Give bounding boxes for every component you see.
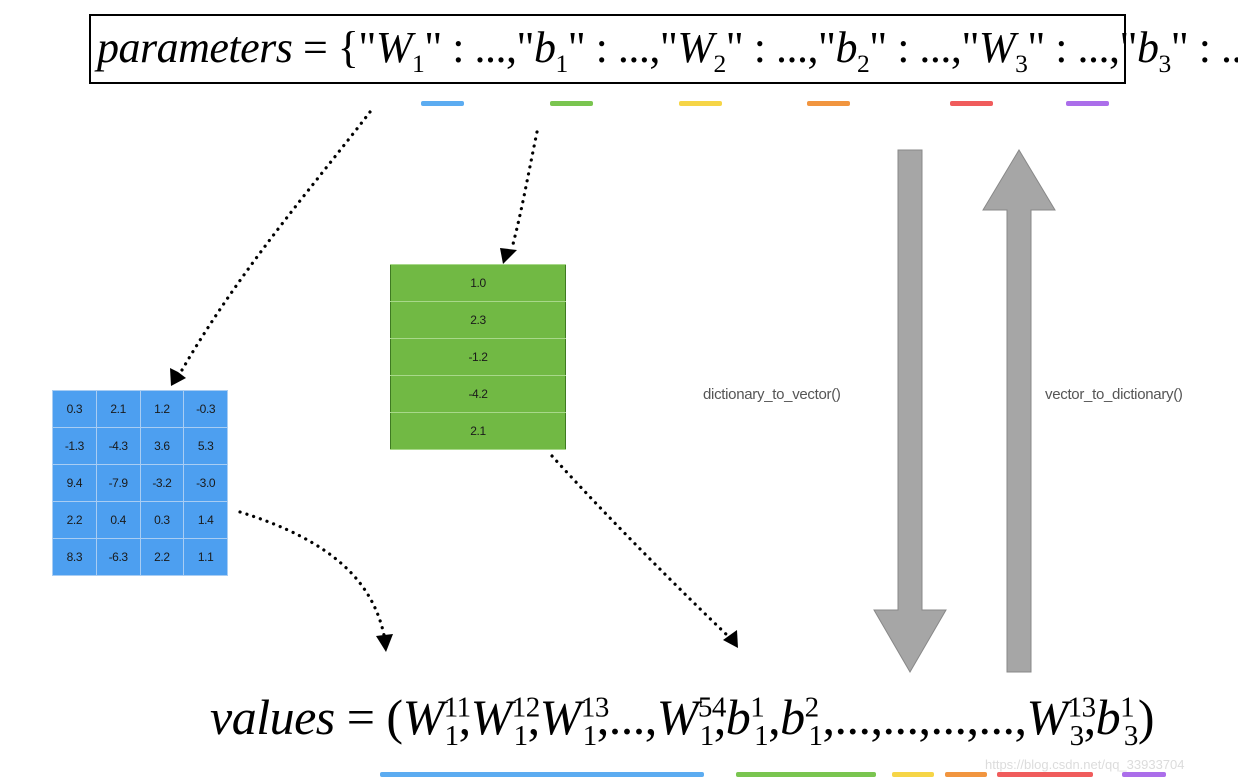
dotted-connector-b1-to-vector bbox=[510, 130, 539, 250]
watermark: https://blog.csdn.net/qq_33933704 bbox=[985, 757, 1185, 772]
b1-vector-row: -4.2 bbox=[390, 375, 566, 413]
term-w1-54: W541 bbox=[656, 689, 727, 752]
dotted-arrowhead-4 bbox=[723, 630, 738, 648]
w1-matrix-cell: 0.3 bbox=[139, 501, 185, 539]
dotted-arrowhead-1 bbox=[170, 368, 186, 386]
w1-matrix-cell: 8.3 bbox=[52, 538, 97, 576]
w1-matrix-cell: -3.0 bbox=[183, 464, 228, 502]
w1-matrix-cell: 5.3 bbox=[183, 427, 228, 465]
key-b3: b3 bbox=[1137, 23, 1171, 78]
parameters-name: parameters bbox=[97, 23, 293, 72]
parameters-box bbox=[89, 14, 1126, 84]
term-w1-13: W131 bbox=[539, 689, 610, 752]
b1-vector-cell: 2.3 bbox=[390, 301, 566, 339]
key-b1: b1 bbox=[533, 23, 568, 78]
stroke-bottom-w3 bbox=[997, 772, 1093, 777]
w1-matrix-cell: 0.3 bbox=[52, 390, 97, 428]
w1-matrix-cell: 9.4 bbox=[52, 464, 97, 502]
b1-vector-row: 2.1 bbox=[390, 412, 566, 450]
stroke-top-w3 bbox=[950, 101, 993, 106]
w1-matrix-cell: -0.3 bbox=[183, 390, 228, 428]
w1-matrix-cell: 1.1 bbox=[183, 538, 228, 576]
stroke-bottom-b2 bbox=[945, 772, 987, 777]
b1-vector-row: -1.2 bbox=[390, 338, 566, 376]
key-w3: W3 bbox=[978, 23, 1028, 78]
dotted-connector-vector-to-values bbox=[550, 454, 730, 638]
stroke-bottom-w1 bbox=[380, 772, 704, 777]
stroke-top-b3 bbox=[1066, 101, 1109, 106]
w1-matrix-cell: 3.6 bbox=[139, 427, 185, 465]
b1-vector-cell: 2.1 bbox=[390, 412, 566, 450]
b1-vector-cell: -1.2 bbox=[390, 338, 566, 376]
stroke-top-b1 bbox=[550, 101, 593, 106]
w1-matrix-cell: 1.2 bbox=[139, 390, 185, 428]
vector-to-dictionary-label: vector_to_dictionary() bbox=[1045, 386, 1183, 403]
w1-matrix-cell: 1.4 bbox=[183, 501, 228, 539]
w1-matrix-row: 9.4-7.9-3.2-3.0 bbox=[52, 464, 228, 502]
equals-brace: = { bbox=[292, 23, 359, 72]
b1-vector-cell: -4.2 bbox=[390, 375, 566, 413]
dotted-arrowhead-3 bbox=[376, 634, 393, 652]
w1-matrix-cell: -6.3 bbox=[95, 538, 141, 576]
term-b1-1: b11 bbox=[725, 689, 769, 752]
dotted-connector-matrix-to-values bbox=[238, 510, 386, 637]
values-name: values bbox=[210, 689, 335, 745]
w1-matrix-cell: -4.3 bbox=[95, 427, 141, 465]
w1-matrix-cell: 0.4 bbox=[95, 501, 141, 539]
arrow-down-dictionary-to-vector bbox=[873, 149, 947, 673]
b1-vector-row: 1.0 bbox=[390, 264, 566, 302]
term-w3-13: W133 bbox=[1026, 689, 1097, 752]
arrow-up-vector-to-dictionary bbox=[982, 149, 1056, 673]
dotted-connector-w1-to-matrix bbox=[180, 110, 372, 372]
dictionary-to-vector-label: dictionary_to_vector() bbox=[703, 386, 841, 403]
term-w1-11: W111 bbox=[402, 689, 472, 752]
values-formula: values = (W111,W121,W131,...,W541,b11,b2… bbox=[210, 689, 1155, 752]
w1-matrix-cell: -3.2 bbox=[139, 464, 185, 502]
stroke-top-w1 bbox=[421, 101, 464, 106]
term-b3-1: b13 bbox=[1095, 689, 1139, 752]
key-b2: b2 bbox=[835, 23, 870, 78]
dotted-arrowhead-2 bbox=[500, 248, 517, 264]
w1-matrix-cell: 2.1 bbox=[95, 390, 141, 428]
w1-matrix-cell: 2.2 bbox=[139, 538, 185, 576]
term-w1-12: W121 bbox=[470, 689, 541, 752]
w1-matrix-cell: -1.3 bbox=[52, 427, 97, 465]
stroke-top-w2 bbox=[679, 101, 722, 106]
stroke-top-b2 bbox=[807, 101, 850, 106]
parameters-formula: parameters = {"W1" : ...,"b1" : ...,"W2"… bbox=[97, 23, 1238, 78]
stroke-bottom-w2 bbox=[892, 772, 934, 777]
w1-matrix-cell: 2.2 bbox=[52, 501, 97, 539]
stroke-bottom-b1 bbox=[736, 772, 876, 777]
key-w2: W2 bbox=[677, 23, 726, 78]
key-w1: W1 bbox=[375, 23, 425, 78]
b1-vector-cell: 1.0 bbox=[390, 264, 566, 302]
stroke-bottom-b3 bbox=[1122, 772, 1166, 777]
b1-vector-row: 2.3 bbox=[390, 301, 566, 339]
w1-matrix-cell: -7.9 bbox=[95, 464, 141, 502]
term-b1-2: b21 bbox=[780, 689, 823, 752]
